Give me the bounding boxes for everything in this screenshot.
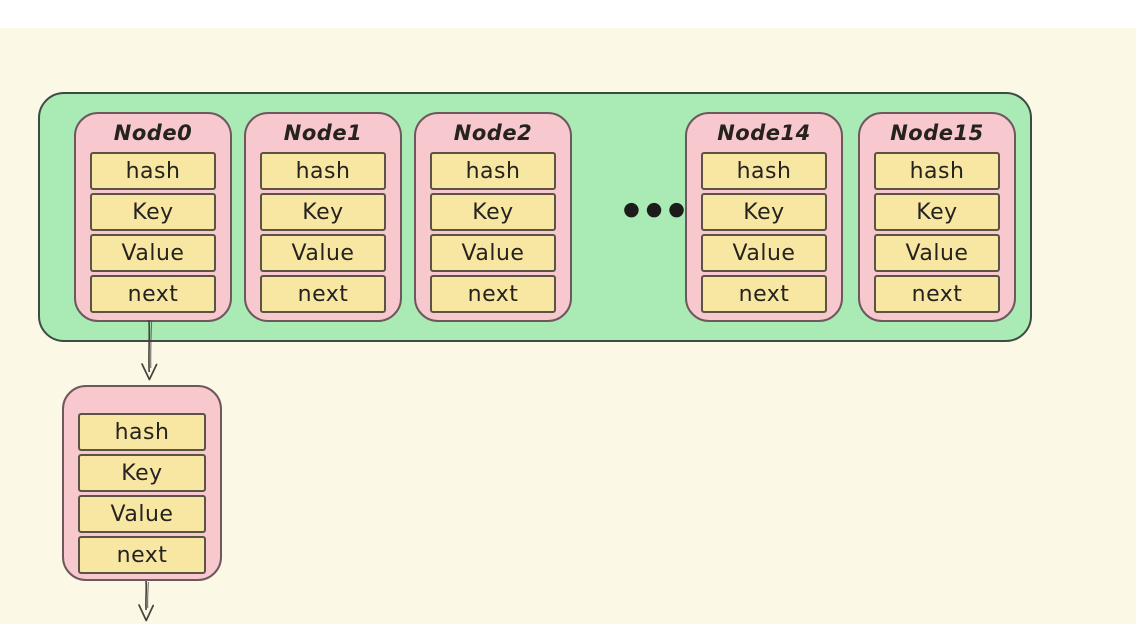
field-value: Value [874, 234, 1000, 272]
ellipsis-dots: ●●● [623, 198, 691, 220]
node-fields: hash Key Value next [246, 152, 400, 313]
field-hash: hash [701, 152, 827, 190]
node-fields: hash Key Value next [64, 413, 220, 574]
node-title: Node15 [890, 121, 984, 145]
field-value: Value [701, 234, 827, 272]
node-node1: Node1 hash Key Value next [244, 112, 402, 322]
chained-node: hash Key Value next [62, 385, 222, 581]
field-next: next [874, 275, 1000, 313]
field-value: Value [78, 495, 206, 533]
field-key: Key [701, 193, 827, 231]
node-fields: hash Key Value next [416, 152, 570, 313]
field-next: next [90, 275, 216, 313]
node-title: Node14 [717, 121, 811, 145]
node-node2: Node2 hash Key Value next [414, 112, 572, 322]
field-key: Key [90, 193, 216, 231]
field-hash: hash [260, 152, 386, 190]
node-node15: Node15 hash Key Value next [858, 112, 1016, 322]
node-node14: Node14 hash Key Value next [685, 112, 843, 322]
top-white-strip [0, 0, 1136, 28]
arrow-chained-node-next [138, 580, 155, 622]
field-value: Value [430, 234, 556, 272]
bucket-array-container: Node0 hash Key Value next Node1 hash Key… [38, 92, 1032, 342]
arrow-node0-to-chained-node [141, 319, 158, 381]
field-hash: hash [90, 152, 216, 190]
node-title: Node2 [453, 121, 533, 145]
node-title: Node0 [113, 121, 193, 145]
field-hash: hash [430, 152, 556, 190]
node-fields: hash Key Value next [860, 152, 1014, 313]
field-key: Key [78, 454, 206, 492]
field-next: next [701, 275, 827, 313]
field-value: Value [90, 234, 216, 272]
field-hash: hash [78, 413, 206, 451]
node-node0: Node0 hash Key Value next [74, 112, 232, 322]
node-title: Node1 [283, 121, 363, 145]
field-next: next [430, 275, 556, 313]
node-fields: hash Key Value next [76, 152, 230, 313]
field-key: Key [260, 193, 386, 231]
field-next: next [260, 275, 386, 313]
field-key: Key [874, 193, 1000, 231]
field-hash: hash [874, 152, 1000, 190]
field-next: next [78, 536, 206, 574]
field-value: Value [260, 234, 386, 272]
node-fields: hash Key Value next [687, 152, 841, 313]
field-key: Key [430, 193, 556, 231]
